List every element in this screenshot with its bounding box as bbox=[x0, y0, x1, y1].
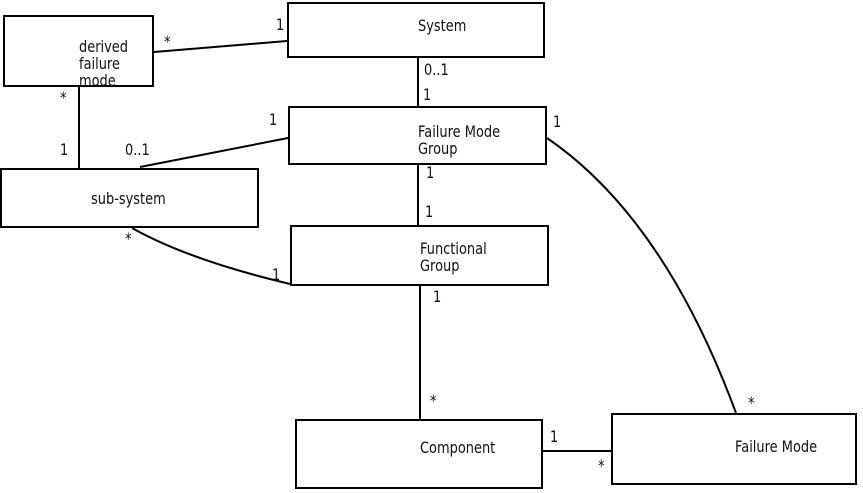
entity-system-label: System bbox=[418, 17, 466, 34]
entity-sub-system-label: sub-system bbox=[91, 190, 166, 207]
label-line: Group bbox=[420, 256, 460, 275]
entity-failure-mode-group-box bbox=[288, 106, 547, 165]
multiplicity-subsystem-fg-at-fg: 1 bbox=[272, 265, 281, 284]
entity-derived-failure-mode-label: derived failure mode bbox=[79, 38, 128, 89]
multiplicity-subsystem-fmg-at-fmg: 1 bbox=[269, 110, 278, 129]
entity-component-label: Component bbox=[420, 439, 495, 456]
multiplicity-system-fmg-at-system: 0..1 bbox=[424, 60, 449, 79]
entity-functional-group-label: Functional Group bbox=[420, 240, 487, 274]
label-line: System bbox=[418, 16, 467, 35]
entity-failure-mode-group-label: Failure Mode Group bbox=[418, 123, 500, 157]
connector-sub-system-functional-group bbox=[131, 227, 291, 285]
multiplicity-fmg-fm-at-fm: * bbox=[748, 393, 755, 412]
entity-system-box bbox=[287, 2, 545, 58]
entity-sub-system-box bbox=[0, 168, 259, 228]
label-line: Component bbox=[420, 438, 496, 457]
label-line: Failure Mode bbox=[418, 122, 501, 141]
multiplicity-dfm-system-at-dfm: * bbox=[164, 32, 171, 51]
label-line: derived bbox=[79, 37, 129, 56]
multiplicity-component-fm-at-fm: * bbox=[598, 456, 605, 475]
multiplicity-dfm-subsystem-at-dfm: * bbox=[60, 88, 67, 107]
connector-failure-mode-group-failure-mode bbox=[546, 137, 737, 414]
entity-failure-mode-label: Failure Mode bbox=[735, 438, 817, 455]
multiplicity-fg-component-at-component: * bbox=[430, 391, 437, 410]
label-line: failure bbox=[79, 54, 120, 73]
label-line: Functional bbox=[420, 239, 487, 258]
connector-derived-failure-mode-system bbox=[153, 40, 288, 53]
multiplicity-fmg-fg-at-fg: 1 bbox=[425, 202, 434, 221]
label-line: Failure Mode bbox=[735, 437, 818, 456]
multiplicity-fmg-fg-at-fmg: 1 bbox=[426, 163, 435, 182]
label-line: sub-system bbox=[91, 189, 166, 208]
multiplicity-component-fm-at-component: 1 bbox=[550, 427, 559, 446]
multiplicity-system-fmg-at-fmg: 1 bbox=[423, 85, 432, 104]
entity-component-box bbox=[295, 419, 543, 489]
multiplicity-dfm-subsystem-at-subsystem: 1 bbox=[60, 140, 69, 159]
entity-derived-failure-mode-box bbox=[3, 15, 154, 87]
multiplicity-fg-component-at-fg: 1 bbox=[433, 287, 442, 306]
multiplicity-dfm-system-at-system: 1 bbox=[276, 15, 285, 34]
connector-sub-system-failure-mode-group bbox=[139, 137, 289, 168]
label-line: Group bbox=[418, 139, 458, 158]
entity-functional-group-box bbox=[290, 225, 549, 286]
multiplicity-subsystem-fmg-at-subsystem: 0..1 bbox=[125, 140, 150, 159]
entity-failure-mode-box bbox=[611, 413, 857, 485]
label-line: mode bbox=[79, 71, 116, 90]
multiplicity-fmg-fm-at-fmg: 1 bbox=[553, 112, 562, 131]
multiplicity-subsystem-fg-at-subsystem: * bbox=[125, 229, 132, 248]
